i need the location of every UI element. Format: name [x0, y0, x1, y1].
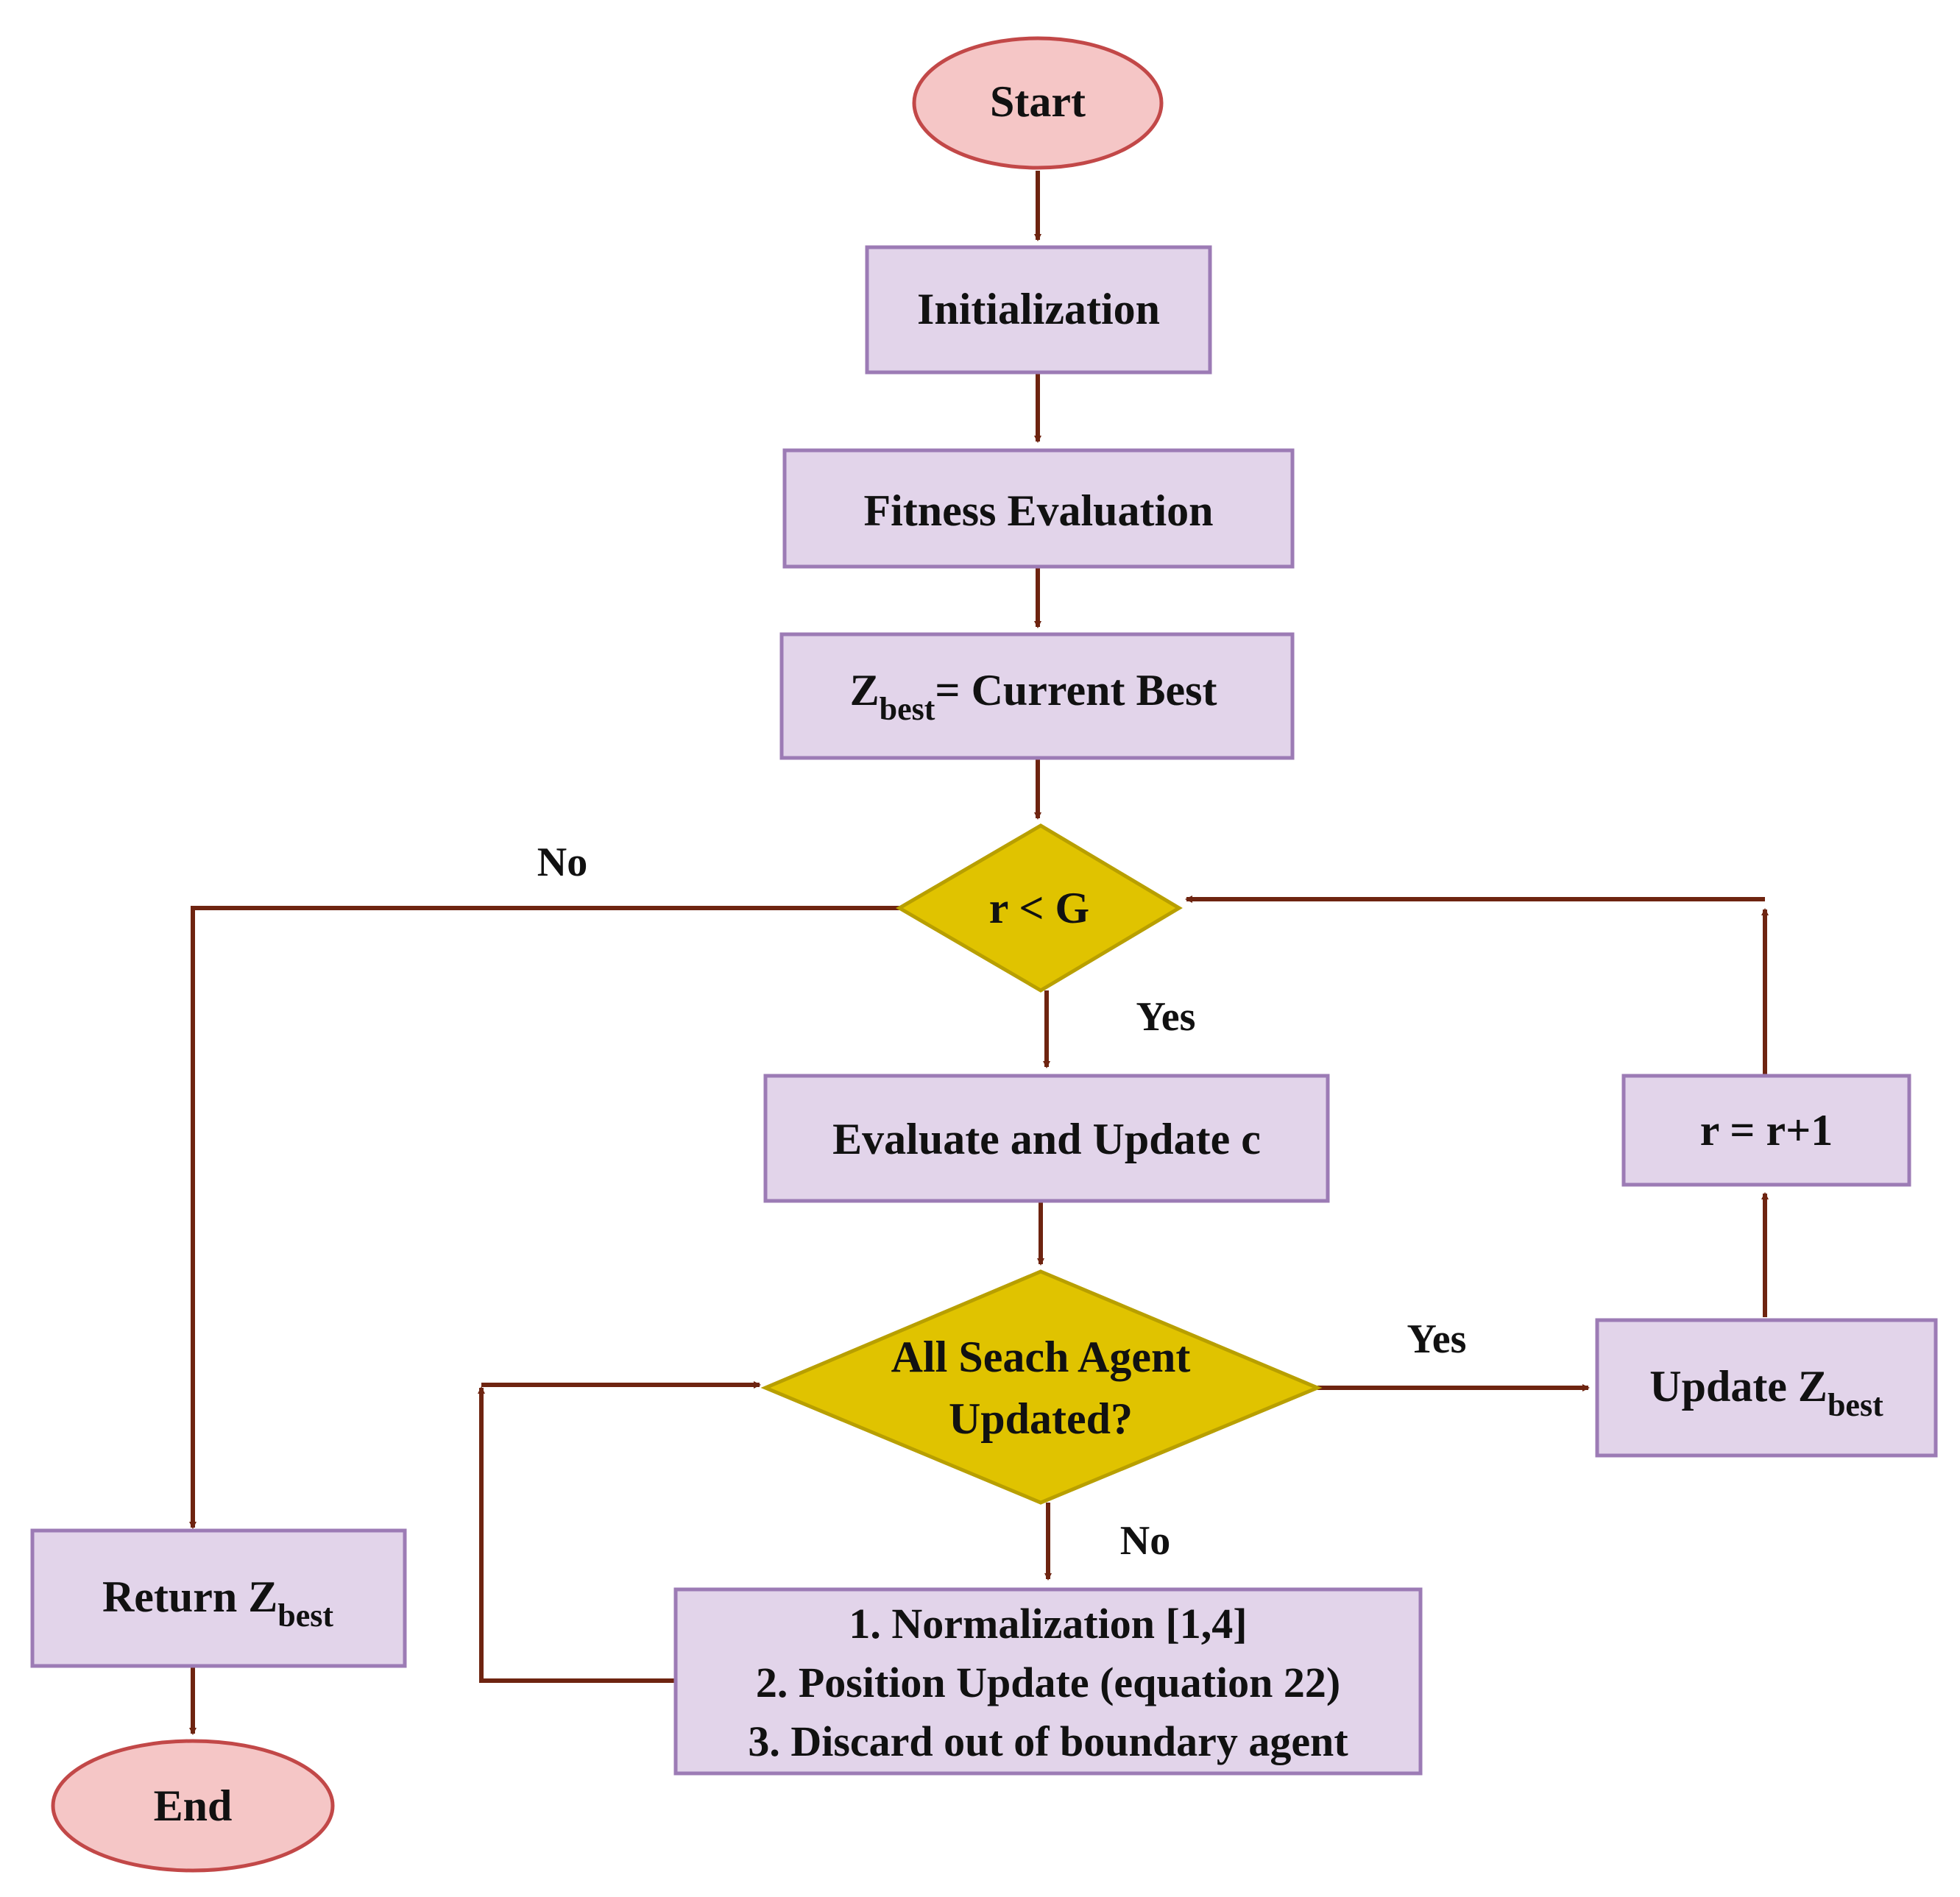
zbest-symbol: Z — [850, 666, 880, 715]
update-zbest-main: Update Z — [1649, 1362, 1828, 1411]
edge-label-agents-no: No — [1120, 1518, 1170, 1564]
edge-label-r-yes: Yes — [1136, 994, 1196, 1040]
evaluate-update-box: Evaluate and Update c — [763, 1074, 1330, 1203]
step-position-update: 2. Position Update (equation 22) — [756, 1659, 1340, 1706]
fitness-evaluation-label: Fitness Evaluation — [863, 486, 1213, 535]
start-node: Start — [912, 36, 1164, 170]
zbest-subscript: best — [880, 691, 935, 727]
start-label: Start — [990, 77, 1086, 126]
decision-r-less-g: r < G — [896, 823, 1183, 993]
end-node: End — [51, 1739, 335, 1873]
fitness-evaluation-box: Fitness Evaluation — [782, 448, 1295, 569]
initialization-label: Initialization — [917, 285, 1160, 333]
decision-r-label: r < G — [989, 884, 1089, 932]
connectors — [189, 171, 1769, 1735]
zbest-current-label: Zbest= Current Best — [850, 666, 1217, 727]
steps-box: 1. Normalization [1,4] 2. Position Updat… — [673, 1587, 1423, 1776]
edge-label-r-no: No — [537, 840, 587, 885]
zbest-rest: = Current Best — [935, 666, 1217, 715]
edge-label-agents-yes: Yes — [1407, 1316, 1467, 1362]
zbest-current-box: Zbest= Current Best — [779, 632, 1295, 760]
end-label: End — [154, 1781, 233, 1830]
increment-label: r = r+1 — [1700, 1106, 1833, 1155]
decision-agents-line1: All Seach Agent — [891, 1333, 1191, 1381]
return-zbest-main: Return Z — [102, 1572, 277, 1621]
return-zbest-subscript: best — [277, 1598, 333, 1634]
update-zbest-subscript: best — [1828, 1387, 1883, 1423]
step-normalization: 1. Normalization [1,4] — [849, 1600, 1247, 1648]
return-zbest-label: Return Zbest — [102, 1572, 333, 1634]
decision-agents-updated: All Seach Agent Updated? — [760, 1269, 1323, 1505]
evaluate-update-label: Evaluate and Update c — [832, 1115, 1261, 1163]
update-zbest-label: Update Zbest — [1649, 1362, 1883, 1423]
increment-box: r = r+1 — [1621, 1074, 1911, 1187]
initialization-box: Initialization — [865, 245, 1212, 375]
step-discard: 3. Discard out of boundary agent — [748, 1717, 1348, 1765]
arrow-steps-loop-up — [478, 1386, 676, 1683]
return-zbest-box: Return Zbest — [30, 1528, 407, 1668]
decision-agents-line2: Updated? — [949, 1394, 1133, 1443]
update-zbest-box: Update Zbest — [1595, 1318, 1938, 1458]
arrow-decision-no-to-return — [189, 906, 899, 1529]
